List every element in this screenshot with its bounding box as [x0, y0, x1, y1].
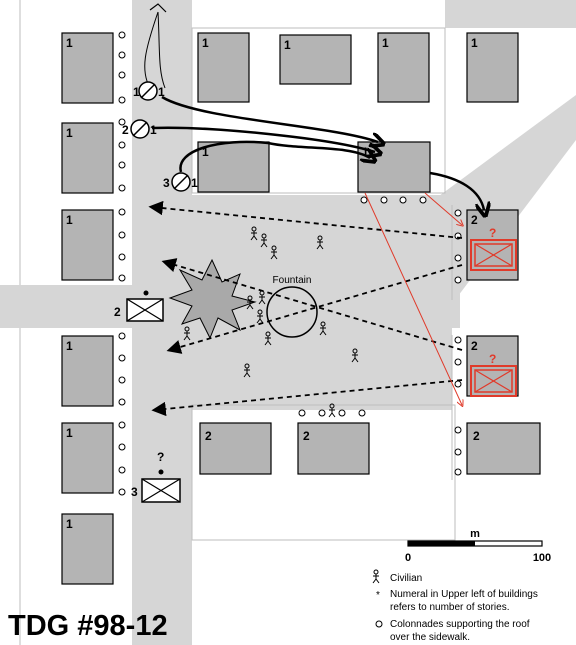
civilian-icon	[183, 326, 191, 341]
colonnades	[118, 31, 462, 496]
svg-text:3: 3	[163, 176, 170, 190]
building-1-story-sw2: 1	[61, 422, 114, 494]
svg-text:m: m	[470, 528, 480, 540]
svg-text:1: 1	[66, 126, 73, 140]
fountain: Fountain	[266, 275, 318, 338]
civilian-icon	[372, 569, 380, 584]
fire-lines	[148, 200, 463, 417]
svg-text:?: ?	[489, 352, 496, 366]
svg-text:?: ?	[157, 450, 164, 464]
civilian-icon	[270, 245, 278, 260]
enemy-unit-lower: ?	[470, 352, 517, 397]
civilian-icon	[319, 321, 327, 336]
civilians	[183, 226, 359, 418]
svg-text:refers to number of stories.: refers to number of stories.	[390, 602, 510, 613]
svg-text:2: 2	[205, 429, 212, 443]
colonnade-icon	[375, 620, 383, 628]
civilian-icon	[316, 235, 324, 250]
svg-text:1: 1	[471, 36, 478, 50]
building-1-story-n1: 1	[197, 32, 250, 103]
svg-text:1: 1	[158, 85, 165, 99]
civilian-icon	[351, 348, 359, 363]
building-1-story-sw3: 1	[61, 513, 114, 585]
scale-bar: m 0 100	[405, 528, 551, 564]
building-2-story-s2: 2	[297, 422, 370, 475]
svg-text:0: 0	[405, 552, 411, 564]
svg-text:over the sidewalk.: over the sidewalk.	[390, 632, 470, 643]
svg-text:1: 1	[284, 38, 291, 52]
friendly-squad-3: 3 1	[163, 172, 198, 192]
svg-text:1: 1	[66, 426, 73, 440]
svg-text:*: *	[376, 590, 380, 601]
building-1-story-nw3: 1	[61, 209, 114, 281]
svg-text:2: 2	[471, 213, 478, 227]
red-sight-lines	[364, 192, 462, 405]
civilian-icon	[246, 295, 254, 310]
friendly-squad-1: 1 1	[133, 81, 165, 101]
svg-text:100: 100	[533, 552, 551, 564]
svg-text:1: 1	[191, 176, 198, 190]
building-2-story-se: 2	[466, 422, 541, 475]
civilian-icon	[256, 309, 264, 324]
maneuver-arrows	[144, 3, 484, 210]
svg-text:1: 1	[66, 517, 73, 531]
svg-text:3: 3	[131, 485, 138, 499]
building-2-story-s1: 2	[199, 422, 272, 475]
svg-text:2: 2	[303, 429, 310, 443]
svg-text:2: 2	[471, 339, 478, 353]
civilian-icon	[264, 331, 272, 346]
svg-text:1: 1	[150, 123, 157, 137]
civilian-icon	[260, 233, 268, 248]
unit-3-box: ? 3	[131, 450, 181, 503]
building-1-story-nw2: 1	[61, 122, 114, 194]
building-1-story-n2: 1	[279, 34, 352, 85]
svg-text:1: 1	[202, 145, 209, 159]
svg-text:1: 1	[66, 213, 73, 227]
svg-text:1: 1	[133, 85, 140, 99]
civilian-icon	[250, 226, 258, 241]
svg-text:2: 2	[473, 429, 480, 443]
unit-2-box: 2	[114, 290, 164, 322]
svg-text:1: 1	[382, 36, 389, 50]
enemy-unit-upper: ?	[470, 226, 517, 271]
svg-text:Numeral in Upper left of build: Numeral in Upper left of buildings	[390, 589, 538, 600]
svg-text:1: 1	[66, 339, 73, 353]
civilian-icon	[243, 363, 251, 378]
building-1-story-n3: 1	[377, 32, 430, 103]
building-1-story-n4: 1	[466, 32, 519, 103]
svg-text:?: ?	[489, 226, 496, 240]
building-1-story-sw1: 1	[61, 335, 114, 407]
page-title: TDG #98-12	[8, 610, 168, 642]
svg-text:1: 1	[202, 36, 209, 50]
building-1-story-nw1: 1	[61, 32, 114, 104]
civilian-icon	[328, 403, 336, 418]
friendly-squad-2: 2 1	[122, 119, 157, 139]
svg-text:2: 2	[122, 123, 129, 137]
svg-text:1: 1	[66, 36, 73, 50]
svg-text:Fountain: Fountain	[273, 275, 312, 286]
building-1-story-n5: 1	[197, 141, 270, 193]
svg-text:2: 2	[114, 305, 121, 319]
svg-text:Colonnades supporting the roof: Colonnades supporting the roof	[390, 619, 530, 630]
svg-text:Civilian: Civilian	[390, 573, 422, 584]
legend: Civilian * Numeral in Upper left of buil…	[372, 569, 538, 643]
